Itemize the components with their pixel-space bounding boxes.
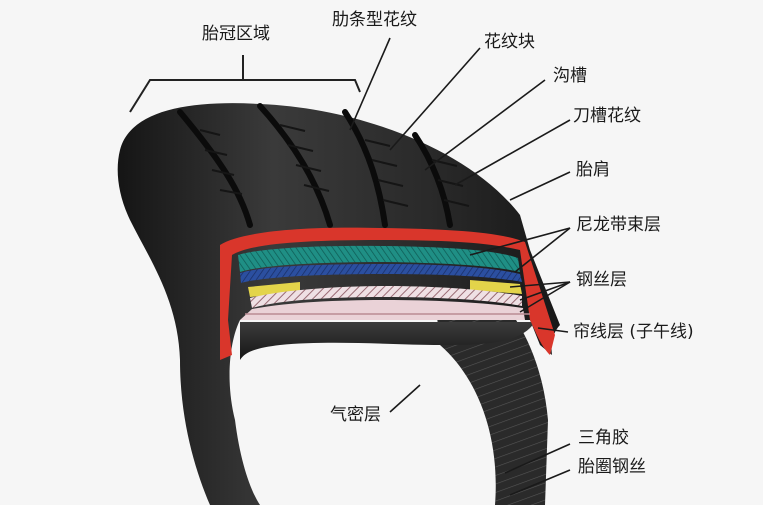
label-nylon-cap-ply: 尼龙带束层 [576,215,661,235]
label-rib-pattern: 肋条型花纹 [332,10,417,30]
label-bead-filler: 三角胶 [578,428,629,448]
label-groove: 沟槽 [553,66,587,86]
crown-bracket [129,79,361,113]
inner-liner [240,322,535,360]
steel-belt-right [470,280,522,294]
label-shoulder: 胎肩 [576,160,610,180]
nylon-blue-layer [240,264,522,283]
label-body-ply: 帘线层 (子午线) [573,322,694,342]
label-crown-zone: 胎冠区域 [202,24,270,44]
label-sipe: 刀槽花纹 [573,106,641,126]
label-tread-block: 花纹块 [484,32,535,52]
label-inner-liner: 气密层 [330,405,381,425]
tread-sipes [199,124,470,207]
leader-lines [349,37,571,496]
label-steel-belt: 钢丝层 [576,270,627,290]
label-bead-wire: 胎圈钢丝 [578,457,646,477]
steel-ply-layer [250,286,522,308]
nylon-teal-layer [238,245,520,272]
body-ply-layer [240,300,525,320]
